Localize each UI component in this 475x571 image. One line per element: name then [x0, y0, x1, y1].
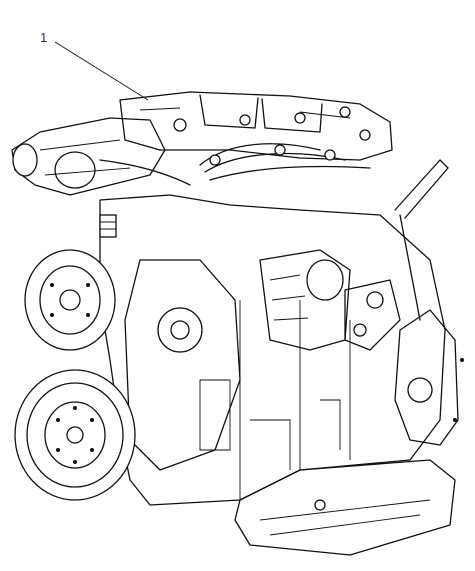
fuel-filter	[344, 279, 401, 351]
rocker-cover	[119, 91, 393, 161]
callout-leader-line	[54, 41, 149, 101]
water-pump-pulley	[24, 249, 116, 351]
intake-manifold	[11, 117, 166, 196]
oil-filler	[99, 214, 117, 238]
oil-pan	[234, 459, 456, 556]
timing-cover	[124, 259, 241, 471]
fuel-lines	[99, 129, 371, 186]
flywheel-housing	[394, 309, 464, 446]
injection-pump	[259, 249, 351, 351]
engine-block	[99, 194, 446, 506]
callout-label-1: 1	[40, 30, 48, 45]
crankshaft-pulley	[14, 369, 136, 501]
dipstick	[394, 159, 449, 321]
